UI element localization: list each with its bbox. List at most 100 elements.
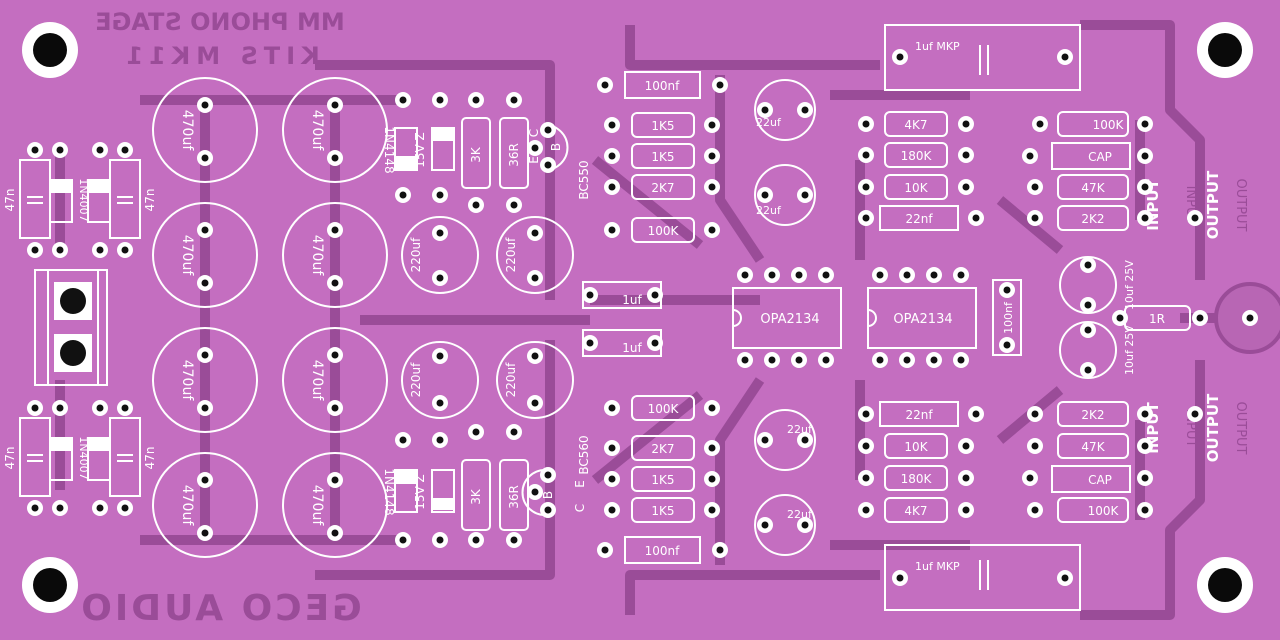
label-470uf: 470uf bbox=[309, 360, 325, 402]
label-10uf-25v: 10uf 25V bbox=[1123, 260, 1136, 310]
label-22nf: 22nf bbox=[905, 408, 933, 422]
pin-label-c: C bbox=[527, 129, 541, 137]
drill-hole bbox=[962, 151, 970, 159]
drill-hole bbox=[1196, 314, 1204, 322]
maker-name: GECO AUDIO bbox=[78, 588, 362, 629]
title-line2: KITS MK11 bbox=[120, 42, 319, 70]
drill-hole bbox=[1141, 183, 1149, 191]
drill-hole bbox=[1036, 120, 1044, 128]
label-470uf: 470uf bbox=[179, 235, 195, 277]
drill-hole bbox=[903, 271, 911, 279]
label-220uf: 220uf bbox=[409, 362, 423, 398]
drill-hole bbox=[331, 351, 339, 359]
drill-hole bbox=[822, 271, 830, 279]
label-47n: 47n bbox=[3, 447, 17, 470]
drill-hole bbox=[121, 404, 129, 412]
drill-hole bbox=[862, 214, 870, 222]
diode-band bbox=[396, 156, 416, 169]
drill-hole bbox=[601, 546, 609, 554]
drill-hole bbox=[399, 191, 407, 199]
label-180k: 180K bbox=[901, 472, 933, 486]
drill-hole bbox=[1141, 214, 1149, 222]
drill-hole bbox=[801, 191, 809, 199]
drill-hole bbox=[56, 404, 64, 412]
drill-hole bbox=[1061, 574, 1069, 582]
diode-band bbox=[396, 471, 416, 484]
pin-label-e: E bbox=[573, 480, 587, 488]
drill-hole bbox=[1031, 506, 1039, 514]
drill-hole bbox=[1003, 286, 1011, 294]
label-470uf: 470uf bbox=[309, 110, 325, 152]
drill-hole bbox=[862, 474, 870, 482]
drill-hole bbox=[96, 404, 104, 412]
drill-hole bbox=[96, 146, 104, 154]
label-cap: CAP bbox=[1088, 150, 1112, 164]
capacitor-220uf-group bbox=[401, 216, 574, 419]
drill-hole bbox=[1191, 214, 1199, 222]
drill-hole bbox=[1084, 261, 1092, 269]
label-4k7: 4K7 bbox=[904, 504, 927, 518]
drill-hole bbox=[608, 226, 616, 234]
drill-hole bbox=[1141, 120, 1149, 128]
diode-band bbox=[89, 439, 109, 451]
drill-hole bbox=[862, 151, 870, 159]
drill-hole bbox=[331, 404, 339, 412]
drill-hole bbox=[436, 191, 444, 199]
drill-hole bbox=[510, 201, 518, 209]
drill-hole bbox=[708, 183, 716, 191]
drill-hole bbox=[761, 106, 769, 114]
label-100k: 100K bbox=[1093, 118, 1125, 132]
label-100k: 100K bbox=[648, 224, 680, 238]
drill-hole bbox=[201, 154, 209, 162]
drill-hole bbox=[862, 183, 870, 191]
drill-hole bbox=[896, 53, 904, 61]
drill-hole bbox=[1191, 410, 1199, 418]
drill-hole bbox=[1141, 506, 1149, 514]
label-output-bottom-silk: OUTPUT bbox=[1233, 179, 1248, 232]
label-220uf: 220uf bbox=[504, 362, 518, 398]
drill-hole bbox=[31, 146, 39, 154]
drill-hole bbox=[768, 356, 776, 364]
capacitor-22uf-group bbox=[754, 79, 816, 556]
drill-hole bbox=[761, 521, 769, 529]
capacitor-1uf-mkp bbox=[884, 24, 1081, 611]
drill-hole bbox=[1141, 152, 1149, 160]
drill-hole bbox=[331, 529, 339, 537]
label-4k7: 4K7 bbox=[904, 118, 927, 132]
pin-label-c: C bbox=[573, 504, 587, 512]
diode-band bbox=[433, 498, 453, 510]
drill-hole bbox=[436, 399, 444, 407]
label-470uf: 470uf bbox=[179, 360, 195, 402]
drill-hole bbox=[531, 352, 539, 360]
drill-hole bbox=[972, 214, 980, 222]
label-1k5: 1K5 bbox=[651, 473, 674, 487]
drill-hole bbox=[201, 404, 209, 412]
label-cap: CAP bbox=[1088, 473, 1112, 487]
drill-hole bbox=[544, 161, 552, 169]
drill-hole bbox=[436, 96, 444, 104]
label-1n4007: 1N4007 bbox=[77, 178, 90, 221]
drill-hole bbox=[896, 574, 904, 582]
drill-hole bbox=[608, 444, 616, 452]
drill-hole bbox=[56, 246, 64, 254]
drill-hole bbox=[331, 154, 339, 162]
drill-hole bbox=[531, 144, 539, 152]
label-220uf: 220uf bbox=[409, 237, 423, 273]
drill-hole bbox=[972, 410, 980, 418]
drill-hole bbox=[1084, 326, 1092, 334]
pin-label-b: B bbox=[541, 491, 555, 499]
label-470uf: 470uf bbox=[309, 235, 325, 277]
diode-1n4007 bbox=[49, 179, 111, 481]
drill-hole bbox=[708, 444, 716, 452]
drill-hole bbox=[708, 404, 716, 412]
drill-hole bbox=[531, 274, 539, 282]
drill-hole bbox=[436, 536, 444, 544]
terminal-hole bbox=[60, 340, 86, 366]
label-output: OUTPUT bbox=[1204, 170, 1222, 239]
drill-hole bbox=[708, 506, 716, 514]
drill-hole bbox=[201, 226, 209, 234]
drill-hole bbox=[876, 271, 884, 279]
drill-hole bbox=[801, 521, 809, 529]
drill-hole bbox=[957, 356, 965, 364]
